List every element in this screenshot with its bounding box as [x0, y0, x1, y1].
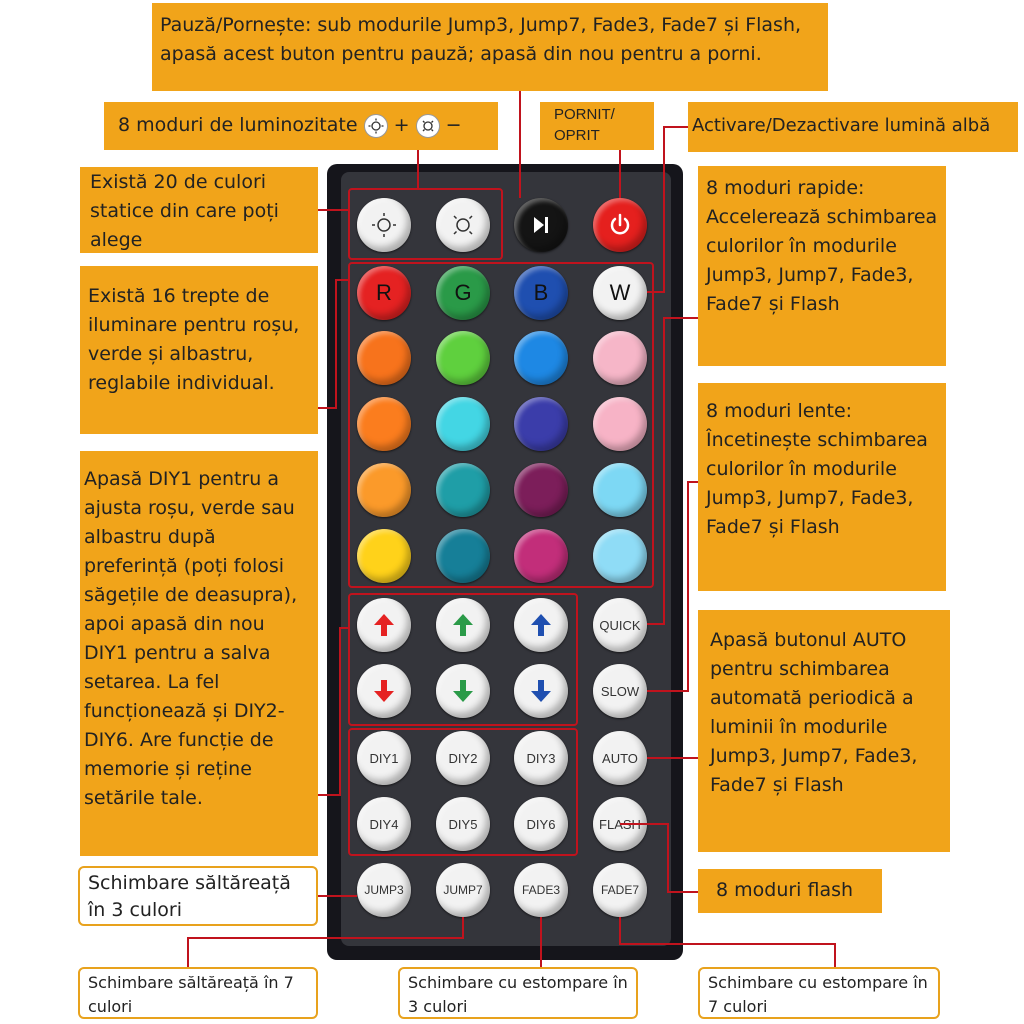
- diy6-button[interactable]: DIY6: [514, 797, 568, 851]
- color-button[interactable]: [357, 397, 411, 451]
- auto-callout-text: Apasă butonul AUTO pentru schimbarea aut…: [710, 629, 918, 796]
- diy5-button[interactable]: DIY5: [436, 797, 490, 851]
- green-up-button[interactable]: [436, 598, 490, 652]
- color-button[interactable]: [593, 529, 647, 583]
- color-button[interactable]: [436, 463, 490, 517]
- fade3-callout: Schimbare cu estompare în 3 culori: [398, 967, 638, 1019]
- color-button[interactable]: [593, 397, 647, 451]
- play-pause-button[interactable]: [514, 198, 568, 252]
- jump3-callout: Schimbare săltăreață în 3 culori: [78, 866, 318, 926]
- brightness-plus-sign: +: [393, 114, 410, 136]
- flash-callout: 8 moduri flash: [698, 869, 882, 913]
- jump7-callout: Schimbare săltăreață în 7 culori: [78, 967, 318, 1019]
- color-button[interactable]: [514, 331, 568, 385]
- levels-callout: Există 16 trepte de iluminare pentru roș…: [80, 266, 318, 434]
- brightness-callout: 8 moduri de luminozitate + −: [104, 102, 498, 150]
- white-light-callout-text: Activare/Dezactivare lumină albă: [692, 115, 991, 136]
- slow-button[interactable]: SLOW: [593, 664, 647, 718]
- levels-callout-text: Există 16 trepte de iluminare pentru roș…: [88, 285, 300, 394]
- red-button[interactable]: R: [357, 266, 411, 320]
- power-callout: PORNIT/ OPRIT: [540, 102, 654, 150]
- diy3-button[interactable]: DIY3: [514, 731, 568, 785]
- static-colors-callout-text: Există 20 de culori statice din care poț…: [90, 171, 279, 251]
- auto-button[interactable]: AUTO: [593, 731, 647, 785]
- brightness-down-button[interactable]: [436, 198, 490, 252]
- arrow-up-icon: [453, 614, 473, 636]
- color-button[interactable]: [514, 529, 568, 583]
- brightness-minus-sign: −: [445, 114, 462, 136]
- diy-callout-text: Apasă DIY1 pentru a ajusta roșu, verde s…: [84, 468, 298, 809]
- jump7-button[interactable]: JUMP7: [436, 863, 490, 917]
- white-light-callout: Activare/Dezactivare lumină albă: [688, 102, 1018, 152]
- fade3-button[interactable]: FADE3: [514, 863, 568, 917]
- red-up-button[interactable]: [357, 598, 411, 652]
- fade7-button[interactable]: FADE7: [593, 863, 647, 917]
- arrows-frame: [348, 593, 578, 726]
- brightness-down-button-icon: [453, 215, 473, 235]
- quick-callout: 8 moduri rapide: Accelerează schimbarea …: [698, 166, 946, 366]
- pause-callout-text: Pauză/Pornește: sub modurile Jump3, Jump…: [160, 14, 802, 65]
- fade7-callout: Schimbare cu estompare în 7 culori: [698, 967, 940, 1019]
- blue-down-button[interactable]: [514, 664, 568, 718]
- brightness-down-icon: [415, 113, 440, 138]
- diy2-button[interactable]: DIY2: [436, 731, 490, 785]
- power-icon: [610, 213, 630, 235]
- color-button[interactable]: [357, 463, 411, 517]
- fade3-callout-text: Schimbare cu estompare în 3 culori: [408, 973, 628, 1016]
- flash-button[interactable]: FLASH: [593, 797, 647, 851]
- color-button[interactable]: [436, 331, 490, 385]
- color-button[interactable]: [436, 529, 490, 583]
- arrow-down-icon: [453, 680, 473, 702]
- color-button[interactable]: [357, 529, 411, 583]
- slow-callout-text: 8 moduri lente: Încetinește schimbarea c…: [706, 400, 928, 538]
- fade7-callout-text: Schimbare cu estompare în 7 culori: [708, 973, 928, 1016]
- green-down-button[interactable]: [436, 664, 490, 718]
- quick-callout-text: 8 moduri rapide: Accelerează schimbarea …: [706, 177, 938, 315]
- brightness-callout-text: 8 moduri de luminozitate: [118, 114, 358, 136]
- power-button[interactable]: [593, 198, 647, 252]
- arrow-down-icon: [374, 680, 394, 702]
- green-button[interactable]: G: [436, 266, 490, 320]
- brightness-group-frame: [348, 188, 503, 260]
- blue-button[interactable]: B: [514, 266, 568, 320]
- power-callout-text: PORNIT/ OPRIT: [554, 106, 615, 144]
- brightness-up-button[interactable]: [357, 198, 411, 252]
- jump3-button[interactable]: JUMP3: [357, 863, 411, 917]
- diy4-button[interactable]: DIY4: [357, 797, 411, 851]
- white-button[interactable]: W: [593, 266, 647, 320]
- red-down-button[interactable]: [357, 664, 411, 718]
- color-button[interactable]: [514, 397, 568, 451]
- diy-frame: [348, 728, 578, 856]
- static-colors-callout: Există 20 de culori statice din care poț…: [80, 167, 318, 253]
- jump3-callout-text: Schimbare săltăreață în 3 culori: [88, 872, 291, 921]
- arrow-up-icon: [531, 614, 551, 636]
- arrow-up-icon: [374, 614, 394, 636]
- jump7-callout-text: Schimbare săltăreață în 7 culori: [88, 973, 294, 1016]
- brightness-up-icon: [363, 113, 388, 138]
- color-button[interactable]: [514, 463, 568, 517]
- arrow-down-icon: [531, 680, 551, 702]
- slow-callout: 8 moduri lente: Încetinește schimbarea c…: [698, 383, 946, 591]
- color-button[interactable]: [436, 397, 490, 451]
- pause-callout: Pauză/Pornește: sub modurile Jump3, Jump…: [152, 3, 828, 91]
- flash-callout-text: 8 moduri flash: [716, 879, 854, 901]
- auto-callout: Apasă butonul AUTO pentru schimbarea aut…: [698, 610, 950, 852]
- color-button[interactable]: [357, 331, 411, 385]
- quick-button[interactable]: QUICK: [593, 598, 647, 652]
- blue-up-button[interactable]: [514, 598, 568, 652]
- color-button[interactable]: [593, 463, 647, 517]
- diy1-button[interactable]: DIY1: [357, 731, 411, 785]
- diy-callout: Apasă DIY1 pentru a ajusta roșu, verde s…: [80, 451, 318, 856]
- color-button[interactable]: [593, 331, 647, 385]
- play-pause-icon: [534, 217, 548, 233]
- brightness-up-button-icon: [372, 213, 396, 237]
